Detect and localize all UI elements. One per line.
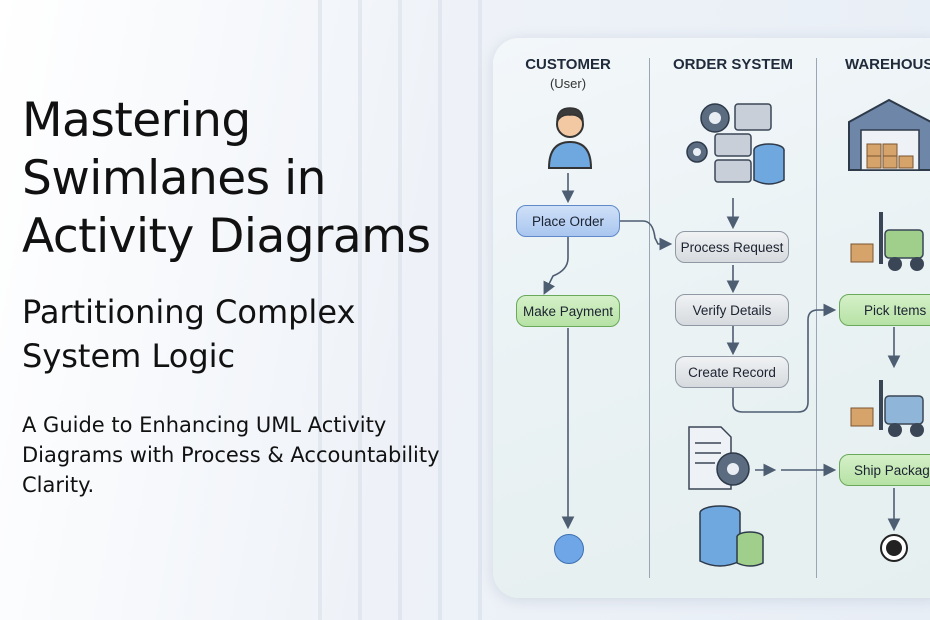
swimlane-diagram: CUSTOMER (User) ORDER SYSTEM WAREHOUSE [493,38,930,598]
page-subtitle: Partitioning Complex System Logic [22,293,356,375]
lane-header-order-system: ORDER SYSTEM [672,56,793,73]
action-ship-package: Ship Package [839,454,930,486]
hero-section: Mastering Swimlanes in Activity Diagrams… [22,0,500,620]
page-title: Mastering Swimlanes in Activity Diagrams [22,93,431,264]
lane-divider [816,58,817,578]
action-verify-details: Verify Details [675,294,789,326]
action-place-order: Place Order [516,205,620,237]
lane-header-customer: CUSTOMER [525,56,611,73]
document-gear-icon [688,426,750,490]
warehouse-icon [848,98,930,171]
forklift-icon [850,212,924,271]
page-description: A Guide to Enhancing UML Activity Diagra… [22,413,440,497]
action-process-request: Process Request [675,231,789,263]
lane-divider [649,58,650,578]
final-node-warehouse [880,534,908,562]
action-pick-items: Pick Items [839,294,930,326]
lane-subheader-customer: (User) [549,76,587,91]
action-make-payment: Make Payment [516,295,620,327]
action-create-record: Create Record [675,356,789,388]
background-stripes [300,0,500,620]
lane-header-warehouse: WAREHOUSE [845,56,930,73]
gears-icon [686,103,785,185]
final-node-customer [554,534,584,564]
flow-connectors [543,173,901,532]
database-icon [699,505,764,567]
forklift-icon [850,380,924,437]
user-icon [547,107,593,169]
